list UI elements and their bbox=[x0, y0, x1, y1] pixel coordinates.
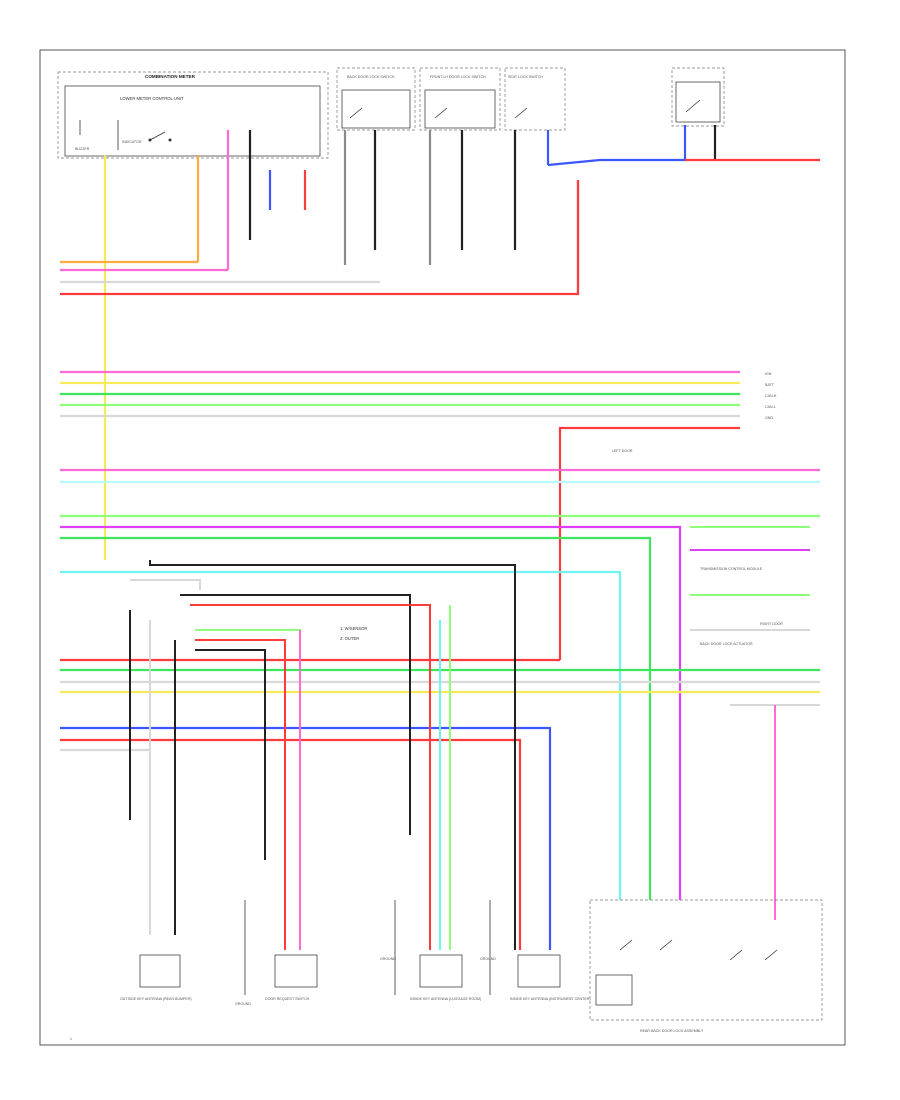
component-label-6: GROUND bbox=[480, 957, 496, 961]
rear-door-assembly: REAR BACK DOOR LOCK ASSEMBLY bbox=[589, 899, 823, 1033]
antenna-branches bbox=[129, 560, 516, 950]
unit-label: LOWER METER CONTROL UNIT bbox=[120, 96, 184, 101]
switch-group: BACK DOOR LOCK SWITCH FRONT LH DOOR LOCK… bbox=[336, 67, 725, 131]
legend: 1: W/SENSOR 2: OUTER bbox=[340, 626, 367, 641]
page-label: 1 bbox=[70, 1037, 72, 1041]
component-label-4: GROUND bbox=[380, 957, 396, 961]
switch-label-2: FRONT LH DOOR LOCK SWITCH bbox=[430, 75, 486, 79]
right-label-right-door: RIGHT DOOR bbox=[760, 622, 783, 626]
component-label-1: OUTSIDE KEY ANTENNA (REAR BUMPER) bbox=[120, 997, 192, 1001]
right-label-canl: CAN-L bbox=[765, 405, 776, 409]
component-label-7: INSIDE KEY ANTENNA (INSTRUMENT CENTER) bbox=[510, 997, 591, 1001]
switch-label-1: BACK DOOR LOCK SWITCH bbox=[347, 75, 395, 79]
right-label-ign: IGN bbox=[765, 372, 772, 376]
right-label-gnd: GND bbox=[765, 416, 773, 420]
harness-top bbox=[60, 180, 580, 296]
right-labels: IGN BATT CAN-H CAN-L GND TRANSMISSION CO… bbox=[70, 372, 783, 1041]
component-label-5: INSIDE KEY ANTENNA (LUGGAGE ROOM) bbox=[410, 997, 481, 1001]
combination-meter: COMBINATION METER LOWER METER CONTROL UN… bbox=[57, 71, 329, 159]
component-label-3: DOOR REQUEST SWITCH bbox=[265, 997, 310, 1001]
top-wires bbox=[103, 125, 717, 560]
meter-title: COMBINATION METER bbox=[145, 74, 196, 79]
diagram-border bbox=[39, 49, 846, 1046]
component-box-3 bbox=[274, 954, 318, 988]
component-box-5 bbox=[419, 954, 463, 988]
component-box-7 bbox=[517, 954, 561, 988]
bus-lines bbox=[60, 370, 820, 950]
svg-text:BUZZER: BUZZER bbox=[75, 147, 90, 151]
bottom-components: OUTSIDE KEY ANTENNA (REAR BUMPER) GROUND… bbox=[120, 900, 591, 1006]
legend-line-2: 2: OUTER bbox=[340, 636, 359, 641]
right-label-canh: CAN-H bbox=[765, 394, 777, 398]
component-box-1 bbox=[139, 954, 181, 988]
rear-assembly-label: REAR BACK DOOR LOCK ASSEMBLY bbox=[640, 1029, 704, 1033]
left-door-label: LEFT DOOR bbox=[612, 449, 633, 453]
right-label-batt: BATT bbox=[765, 383, 775, 387]
component-label-2: GROUND bbox=[235, 1002, 251, 1006]
right-label-tcm: TRANSMISSION CONTROL MODULE bbox=[700, 567, 763, 571]
right-label-actuator: BACK DOOR LOCK ACTUATOR bbox=[700, 642, 753, 646]
svg-text:INDICATOR: INDICATOR bbox=[122, 140, 142, 144]
right-wires bbox=[690, 526, 820, 920]
switch-label-3: SEAT LOCK SWITCH bbox=[508, 75, 543, 79]
legend-line-1: 1: W/SENSOR bbox=[340, 626, 367, 631]
